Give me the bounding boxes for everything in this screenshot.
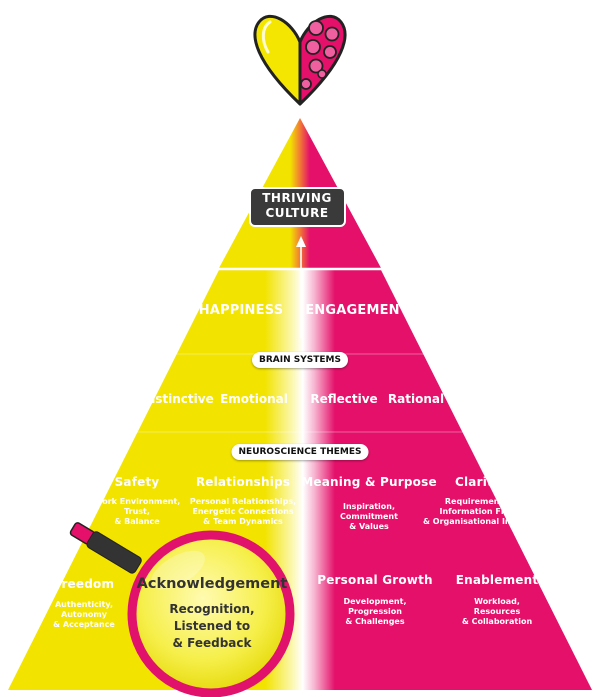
title-line-2: CULTURE xyxy=(265,206,329,220)
theme-line: & Values xyxy=(349,522,389,531)
magnifier-lens xyxy=(127,530,295,697)
theme-meaning-purpose: Meaning & Purpose Inspiration, Commitmen… xyxy=(301,475,437,532)
theme-title: Freedom xyxy=(53,577,115,591)
brain-system-reflective: Reflective xyxy=(310,392,378,406)
acknowledgement-line: & Feedback xyxy=(172,636,252,650)
theme-line: & Organisational Impact xyxy=(423,517,533,526)
theme-line: Resources xyxy=(473,607,521,616)
theme-line: Energetic Connections xyxy=(192,507,294,516)
brain-system-instinctive: Instinctive xyxy=(142,392,214,406)
theme-relationships: Relationships Personal Relationships, En… xyxy=(190,475,296,527)
theme-personal-growth: Personal Growth Development, Progression… xyxy=(317,573,433,627)
theme-line: Commitment xyxy=(340,512,398,521)
theme-line: Autonomy xyxy=(61,610,107,619)
brain-systems-label: BRAIN SYSTEMS xyxy=(252,352,348,368)
theme-description: Personal Relationships, Energetic Connec… xyxy=(190,497,296,527)
thriving-culture-box xyxy=(249,187,346,227)
theme-description: Workload, Resources & Collaboration xyxy=(456,597,539,627)
brain-system-rational: Rational xyxy=(387,392,445,406)
acknowledgement-line: Recognition, xyxy=(169,602,255,616)
theme-freedom: Freedom Authenticity, Autonomy & Accepta… xyxy=(53,577,115,630)
theme-safety: Safety Work Environment, Trust, & Balanc… xyxy=(94,475,181,527)
theme-line: & Team Dynamics xyxy=(203,517,283,526)
theme-description: Inspiration, Commitment & Values xyxy=(301,502,437,532)
title-line-1: THRIVING xyxy=(262,191,332,205)
theme-line: & Collaboration xyxy=(461,617,533,626)
band-engagement: ENGAGEMENT xyxy=(305,303,409,318)
theme-description: Authenticity, Autonomy & Acceptance xyxy=(53,600,115,630)
theme-title: Relationships xyxy=(195,475,291,489)
thriving-culture-title: THRIVING CULTURE xyxy=(262,191,332,221)
theme-line: Authenticity, xyxy=(54,600,114,609)
theme-description: Requirements, Information Flow & Organis… xyxy=(423,497,533,527)
theme-title: Clarity xyxy=(454,475,502,489)
magnifying-glass-icon xyxy=(69,522,295,697)
theme-line: Work Environment, xyxy=(93,497,181,506)
heart-brain-icon xyxy=(253,15,347,106)
band-happiness: HAPPINESS xyxy=(198,303,284,318)
theme-title: Personal Growth xyxy=(317,573,433,587)
theme-line: Requirements, xyxy=(444,497,512,506)
theme-title: Meaning & Purpose xyxy=(301,475,437,489)
theme-line: Information Flow xyxy=(439,507,517,516)
theme-line: Personal Relationships, xyxy=(189,497,297,506)
neuroscience-themes-label: NEUROSCIENCE THEMES xyxy=(231,444,369,460)
theme-line: & Balance xyxy=(114,517,160,526)
theme-line: Workload, xyxy=(474,597,520,606)
theme-line: & Challenges xyxy=(345,617,405,626)
acknowledgement-title: Acknowledgement xyxy=(136,576,288,592)
theme-enablement: Enablement Workload, Resources & Collabo… xyxy=(456,573,539,627)
theme-line: & Acceptance xyxy=(53,620,115,629)
arrow-up-icon xyxy=(296,236,306,247)
theme-clarity: Clarity Requirements, Information Flow &… xyxy=(423,475,533,527)
theme-title: Enablement xyxy=(455,573,539,587)
theme-line: Inspiration, xyxy=(342,502,396,511)
brain-system-emotional: Emotional xyxy=(220,392,288,406)
acknowledgement-line: Listened to xyxy=(173,619,251,633)
theme-description: Development, Progression & Challenges xyxy=(317,597,433,627)
theme-title: Safety xyxy=(114,475,160,489)
acknowledgement-description: Recognition, Listened to & Feedback xyxy=(169,601,254,652)
theme-description: Work Environment, Trust, & Balance xyxy=(94,497,181,527)
theme-line: Development, xyxy=(343,597,407,606)
theme-line: Progression xyxy=(348,607,402,616)
theme-line: Trust, xyxy=(124,507,150,516)
